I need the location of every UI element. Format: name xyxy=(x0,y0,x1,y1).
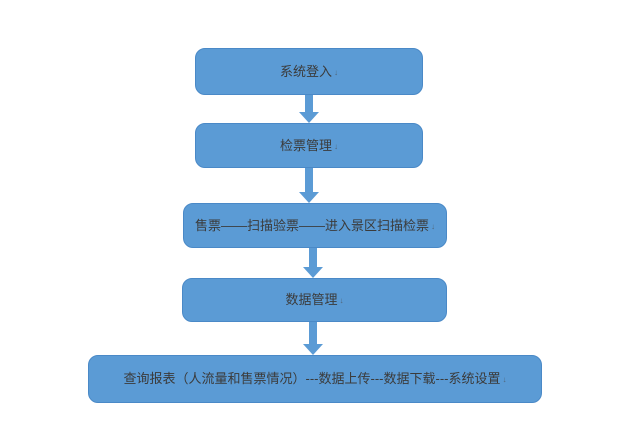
down-arrow-icon xyxy=(299,168,319,203)
down-arrow-icon xyxy=(303,248,323,278)
arrow-shaft xyxy=(305,168,313,192)
arrow-shaft xyxy=(309,248,317,267)
arrow-head xyxy=(303,267,323,278)
down-arrow-icon xyxy=(303,322,323,355)
linebreak-mark: ↓ xyxy=(431,221,435,231)
arrow-head xyxy=(303,344,323,355)
flow-node-label: 数据管理 xyxy=(285,292,338,308)
flow-node-data-management: 数据管理↓ xyxy=(182,278,447,322)
arrow-shaft xyxy=(309,322,317,344)
linebreak-mark: ↓ xyxy=(502,375,507,385)
flow-node-label: 检票管理 xyxy=(279,137,332,153)
arrow-head xyxy=(299,192,319,203)
flow-node-reports-and-settings: 查询报表（人流量和售票情况）---数据上传---数据下载---系统设置↓ xyxy=(88,355,542,403)
flow-node-label: 售票——扫描验票——进入景区扫描检票 xyxy=(194,217,429,233)
arrow-head xyxy=(299,112,319,123)
flow-node-label: 系统登入 xyxy=(279,63,332,79)
flow-node-ticket-sale-scan-flow: 售票——扫描验票——进入景区扫描检票↓ xyxy=(183,203,447,248)
flow-node-system-login: 系统登入↓ xyxy=(195,48,423,95)
linebreak-mark: ↓ xyxy=(334,67,338,77)
linebreak-mark: ↓ xyxy=(339,296,344,306)
linebreak-mark: ↓ xyxy=(334,141,338,151)
flow-node-ticket-check-management: 检票管理↓ xyxy=(195,123,423,168)
arrow-shaft xyxy=(305,95,313,112)
flow-node-label: 查询报表（人流量和售票情况）---数据上传---数据下载---系统设置 xyxy=(123,371,501,387)
down-arrow-icon xyxy=(299,95,319,123)
